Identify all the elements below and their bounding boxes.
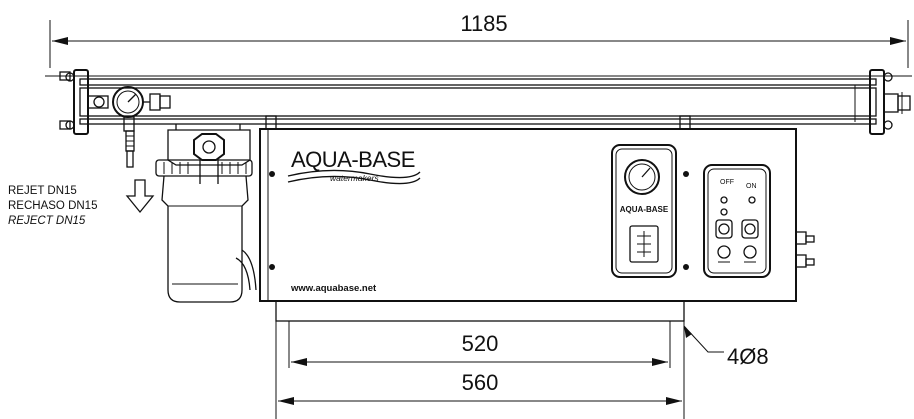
reject-label-es: RECHASO DN15 — [8, 200, 97, 212]
switch-panel: OFF ON — [703, 164, 771, 278]
hole-callout-label: 4Ø8 — [727, 344, 769, 369]
reject-label-en: REJECT DN15 — [8, 215, 86, 227]
panel-brand-label: AQUA-BASE — [620, 205, 669, 214]
membrane-rail — [45, 69, 912, 135]
main-frame — [259, 115, 815, 322]
reject-arrow-icon — [125, 179, 155, 214]
hole-spacing-dimension: 520 — [288, 321, 671, 368]
switch-on-label: ON — [746, 183, 757, 190]
hole-spacing-label: 520 — [462, 331, 499, 356]
hole-callout: 4Ø8 — [683, 325, 769, 369]
reject-label-fr: REJET DN15 — [8, 185, 77, 197]
reject-gauge — [87, 86, 171, 168]
brand-logo: AQUA-BASE watermakers — [287, 147, 421, 185]
overall-width-label: 1185 — [460, 11, 507, 36]
gauge-panel: AQUA-BASE — [611, 144, 677, 278]
prefilter-housing — [155, 124, 257, 303]
brand-name: AQUA-BASE — [291, 147, 415, 172]
base-width-dimension: 560 — [275, 321, 685, 419]
website-label: www.aquabase.net — [290, 283, 377, 294]
overall-dimension: 1185 — [49, 11, 909, 68]
switch-off-label: OFF — [720, 179, 734, 186]
brand-tagline: watermakers — [330, 173, 379, 183]
base-width-label: 560 — [462, 370, 499, 395]
